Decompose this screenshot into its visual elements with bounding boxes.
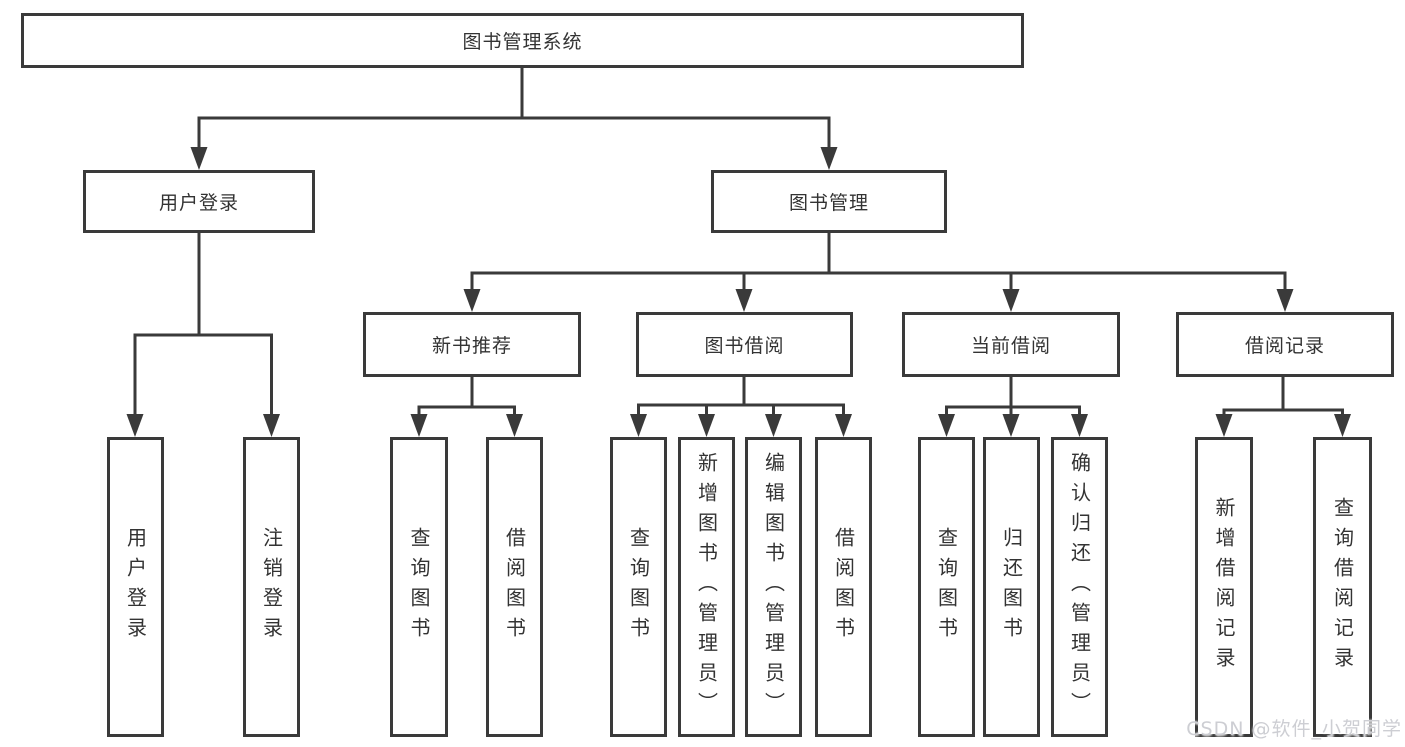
node-book-borrowing: 图书借阅 [636,312,853,377]
node-new-book-recommend: 新书推荐 [363,312,581,377]
leaf-user-login: 用户登录 [107,437,164,737]
leaf-confirm-return-admin: 确认归还（管理员） [1051,437,1108,737]
leaf-borrow-books-recommend: 借阅图书 [486,437,543,737]
leaf-query-books-current: 查询图书 [918,437,975,737]
node-label: 查询图书 [407,527,431,647]
leaf-query-books-borrowing: 查询图书 [610,437,667,737]
node-root: 图书管理系统 [21,13,1024,68]
node-label: 用户登录 [158,192,239,214]
node-label: 归还图书 [999,527,1024,647]
leaf-logout: 注销登录 [243,437,300,737]
leaf-query-borrow-record: 查询借阅记录 [1313,437,1372,737]
node-label: 新增图书（管理员） [694,452,719,722]
node-label: 注销登录 [259,527,284,647]
node-label: 编辑图书（管理员） [761,452,786,722]
node-label: 借阅图书 [831,527,856,647]
node-label: 图书管理 [788,192,869,214]
node-label: 图书管理系统 [462,31,583,53]
leaf-add-borrow-record: 新增借阅记录 [1195,437,1253,737]
node-label: 查询图书 [934,527,959,647]
node-label: 借阅记录 [1244,335,1325,357]
node-label: 查询借阅记录 [1330,497,1355,677]
leaf-edit-books-admin: 编辑图书（管理员） [745,437,802,737]
leaf-return-books: 归还图书 [983,437,1040,737]
node-label: 借阅图书 [502,527,527,647]
node-label: 确认归还（管理员） [1067,452,1092,722]
node-user-login: 用户登录 [83,170,315,233]
leaf-query-books-recommend: 查询图书 [390,437,448,737]
node-label: 查询图书 [626,527,651,647]
leaf-add-books-admin: 新增图书（管理员） [678,437,735,737]
csdn-watermark: CSDN @软件_小贺同学 [1186,718,1402,740]
node-book-management: 图书管理 [711,170,947,233]
node-label: 当前借阅 [970,335,1051,357]
leaf-borrow-books-borrowing: 借阅图书 [815,437,872,737]
node-label: 图书借阅 [704,335,785,357]
node-label: 新书推荐 [431,335,512,357]
node-label: 用户登录 [123,527,148,647]
node-label: 新增借阅记录 [1212,497,1236,677]
node-current-borrowing: 当前借阅 [902,312,1120,377]
node-borrowing-records: 借阅记录 [1176,312,1394,377]
